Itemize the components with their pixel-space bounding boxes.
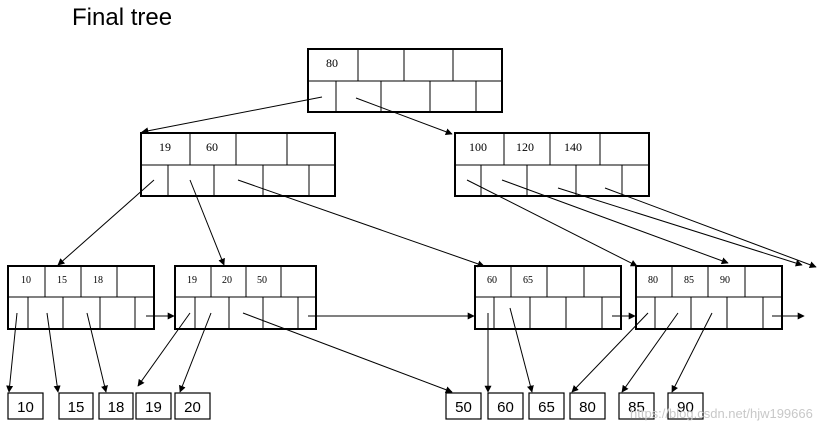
leaf-row-right: 50 60 65 80 85 90 <box>445 392 704 420</box>
level2-key: 18 <box>93 275 103 286</box>
pointer-arrow <box>604 187 817 269</box>
pointer-arrow <box>189 179 225 266</box>
level2-node-1: 10 15 18 <box>7 265 155 330</box>
level2-node-2: 19 20 50 <box>174 265 317 330</box>
leaf-value: 50 <box>455 399 472 416</box>
level2-key: 19 <box>187 275 197 286</box>
leaf-value: 10 <box>17 399 34 416</box>
internal-node-right: 100 120 140 <box>454 132 650 197</box>
internal-right-key: 140 <box>564 140 582 154</box>
pointer-arrow <box>355 97 453 136</box>
pointer-arrow <box>557 187 803 267</box>
leaf-value: 60 <box>497 399 514 416</box>
pointer-arrow <box>671 312 713 393</box>
pointer-arrow <box>86 312 108 393</box>
leaf-value: 65 <box>538 399 555 416</box>
level2-key: 10 <box>21 275 31 286</box>
root-key: 80 <box>326 56 338 70</box>
pointer-arrow <box>242 312 453 394</box>
pointer-arrow <box>137 312 191 387</box>
leaf-row-left: 10 15 18 19 20 <box>7 392 211 420</box>
watermark-text: https://blog.csdn.net/hjw199666 <box>630 406 813 421</box>
level2-key: 50 <box>257 275 267 286</box>
diagram-title: Final tree <box>72 4 173 31</box>
leaf-box: 80 <box>569 392 606 420</box>
leaf-value: 85 <box>628 399 645 416</box>
level2-key: 85 <box>684 275 694 286</box>
level2-key: 65 <box>523 275 533 286</box>
internal-left-key: 19 <box>159 140 171 154</box>
internal-right-key: 120 <box>516 140 534 154</box>
internal-node-left: 19 60 <box>140 132 336 197</box>
leaf-box: 20 <box>174 392 211 420</box>
leaf-value: 19 <box>145 399 162 416</box>
leaf-value: 20 <box>184 399 201 416</box>
leaf-value: 18 <box>108 399 125 416</box>
level2-key: 80 <box>648 275 658 286</box>
leaf-value: 80 <box>579 399 596 416</box>
pointer-arrow <box>501 179 729 265</box>
leaf-box: 60 <box>487 392 524 420</box>
pointer-arrow <box>237 179 485 268</box>
pointer-arrow <box>57 179 155 266</box>
pointer-arrow <box>571 312 649 393</box>
leaf-box: 18 <box>98 392 134 420</box>
leaf-box: 15 <box>58 392 94 420</box>
pointer-arrow <box>179 312 212 393</box>
level2-key: 20 <box>222 275 232 286</box>
level2-node-3: 60 65 <box>474 265 622 330</box>
internal-left-key: 60 <box>206 140 218 154</box>
pointer-arrow <box>509 307 534 393</box>
leaf-box: 10 <box>7 392 44 420</box>
leaf-box: 50 <box>445 392 482 420</box>
level2-key: 90 <box>720 275 730 286</box>
pointer-arrows <box>6 96 817 394</box>
pointer-arrow <box>46 312 61 393</box>
leaf-box: 19 <box>135 392 172 420</box>
pointer-arrow <box>466 179 638 267</box>
level2-key: 60 <box>487 275 497 286</box>
pointer-arrow <box>141 96 323 135</box>
level2-key: 15 <box>57 275 67 286</box>
leaf-value: 15 <box>68 399 85 416</box>
leaf-box: 90 <box>667 392 704 420</box>
pointer-arrow <box>621 312 679 393</box>
leaf-box: 85 <box>618 392 655 420</box>
pointer-arrow <box>6 312 18 393</box>
leaf-box: 65 <box>528 392 565 420</box>
root-node: 80 <box>307 48 503 113</box>
internal-right-key: 100 <box>469 140 487 154</box>
leaf-value: 90 <box>677 399 694 416</box>
